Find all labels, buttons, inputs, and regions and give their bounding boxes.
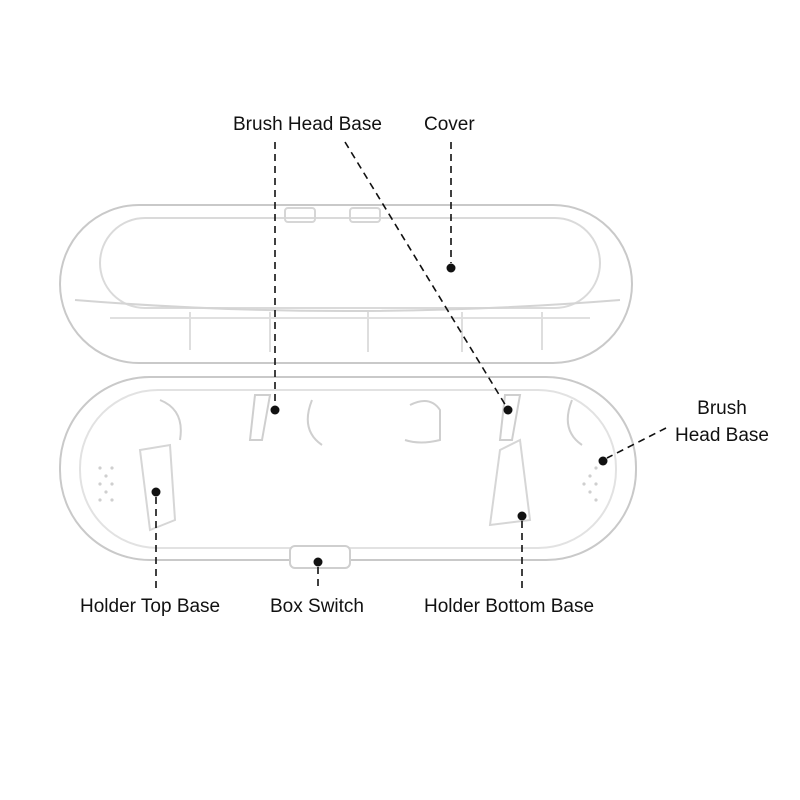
vent-holes xyxy=(98,466,598,502)
dot-brush-head-base-right xyxy=(598,456,608,466)
leader-brush-head-base-diagonal xyxy=(344,141,507,407)
label-brush-head-base-right-line2: Head Base xyxy=(674,425,769,446)
leader-brush-head-base-right xyxy=(606,427,667,459)
dot-cover xyxy=(446,263,456,273)
label-brush-head-base-right-line1: Brush xyxy=(697,398,747,419)
dot-box-switch xyxy=(313,557,323,567)
label-box-switch: Box Switch xyxy=(270,596,364,617)
dot-holder-bottom-base xyxy=(517,511,527,521)
cover-shell xyxy=(59,204,633,364)
leader-lines xyxy=(155,141,667,590)
label-cover: Cover xyxy=(424,114,475,135)
label-holder-top-base: Holder Top Base xyxy=(80,596,221,617)
base-shell xyxy=(59,376,637,569)
label-holder-bottom-base: Holder Bottom Base xyxy=(424,596,595,617)
dot-brush-head-base-diagonal xyxy=(503,405,513,415)
label-brush-head-base-top: Brush Head Base xyxy=(233,114,382,135)
marker-dots xyxy=(151,263,608,567)
dot-holder-top-base xyxy=(151,487,161,497)
dot-brush-head-base-top xyxy=(270,405,280,415)
